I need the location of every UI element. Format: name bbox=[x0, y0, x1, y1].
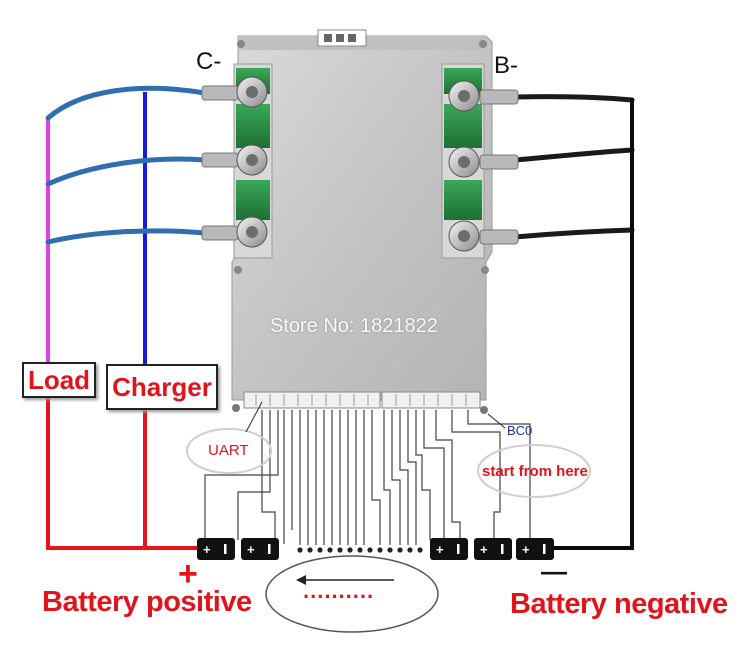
bc0-pointer bbox=[487, 413, 506, 429]
black-cables bbox=[512, 94, 635, 240]
bc0-label: BC0 bbox=[507, 423, 533, 438]
svg-text:+: + bbox=[203, 542, 211, 557]
svg-text:+: + bbox=[436, 542, 444, 557]
left-lugs bbox=[201, 76, 268, 248]
negative-wire bbox=[545, 98, 634, 550]
svg-text:+: + bbox=[480, 542, 488, 557]
svg-text:+: + bbox=[247, 542, 255, 557]
battery-negative-label: Battery negative bbox=[510, 588, 728, 620]
c-minus-label: C- bbox=[196, 48, 222, 75]
b-minus-label: B- bbox=[494, 52, 518, 79]
battery-cells: + + + + + bbox=[197, 538, 554, 560]
uart-ellipse bbox=[186, 428, 272, 474]
svg-text:+: + bbox=[522, 542, 530, 557]
battery-positive-label: Battery positive bbox=[42, 586, 252, 618]
sequence-dots: .......... bbox=[303, 578, 375, 603]
uart-label: UART bbox=[208, 442, 249, 459]
sequence-ellipse bbox=[265, 555, 439, 633]
bms-board bbox=[231, 29, 493, 414]
negative-sign: — bbox=[541, 556, 567, 586]
sequence-arrow bbox=[296, 575, 394, 585]
load-label: Load bbox=[22, 362, 96, 398]
balance-connector bbox=[243, 391, 481, 409]
charger-label: Charger bbox=[106, 364, 218, 410]
right-lugs bbox=[448, 80, 519, 252]
balance-wire-dots bbox=[297, 547, 423, 553]
balance-wires bbox=[204, 410, 531, 545]
start-from-here-label: start from here bbox=[482, 463, 588, 480]
blue-cables bbox=[45, 85, 208, 245]
positive-sign: + bbox=[178, 555, 198, 593]
start-ellipse bbox=[477, 444, 591, 498]
uart-pointer bbox=[245, 401, 263, 433]
store-watermark: Store No: 1821822 bbox=[270, 315, 438, 337]
